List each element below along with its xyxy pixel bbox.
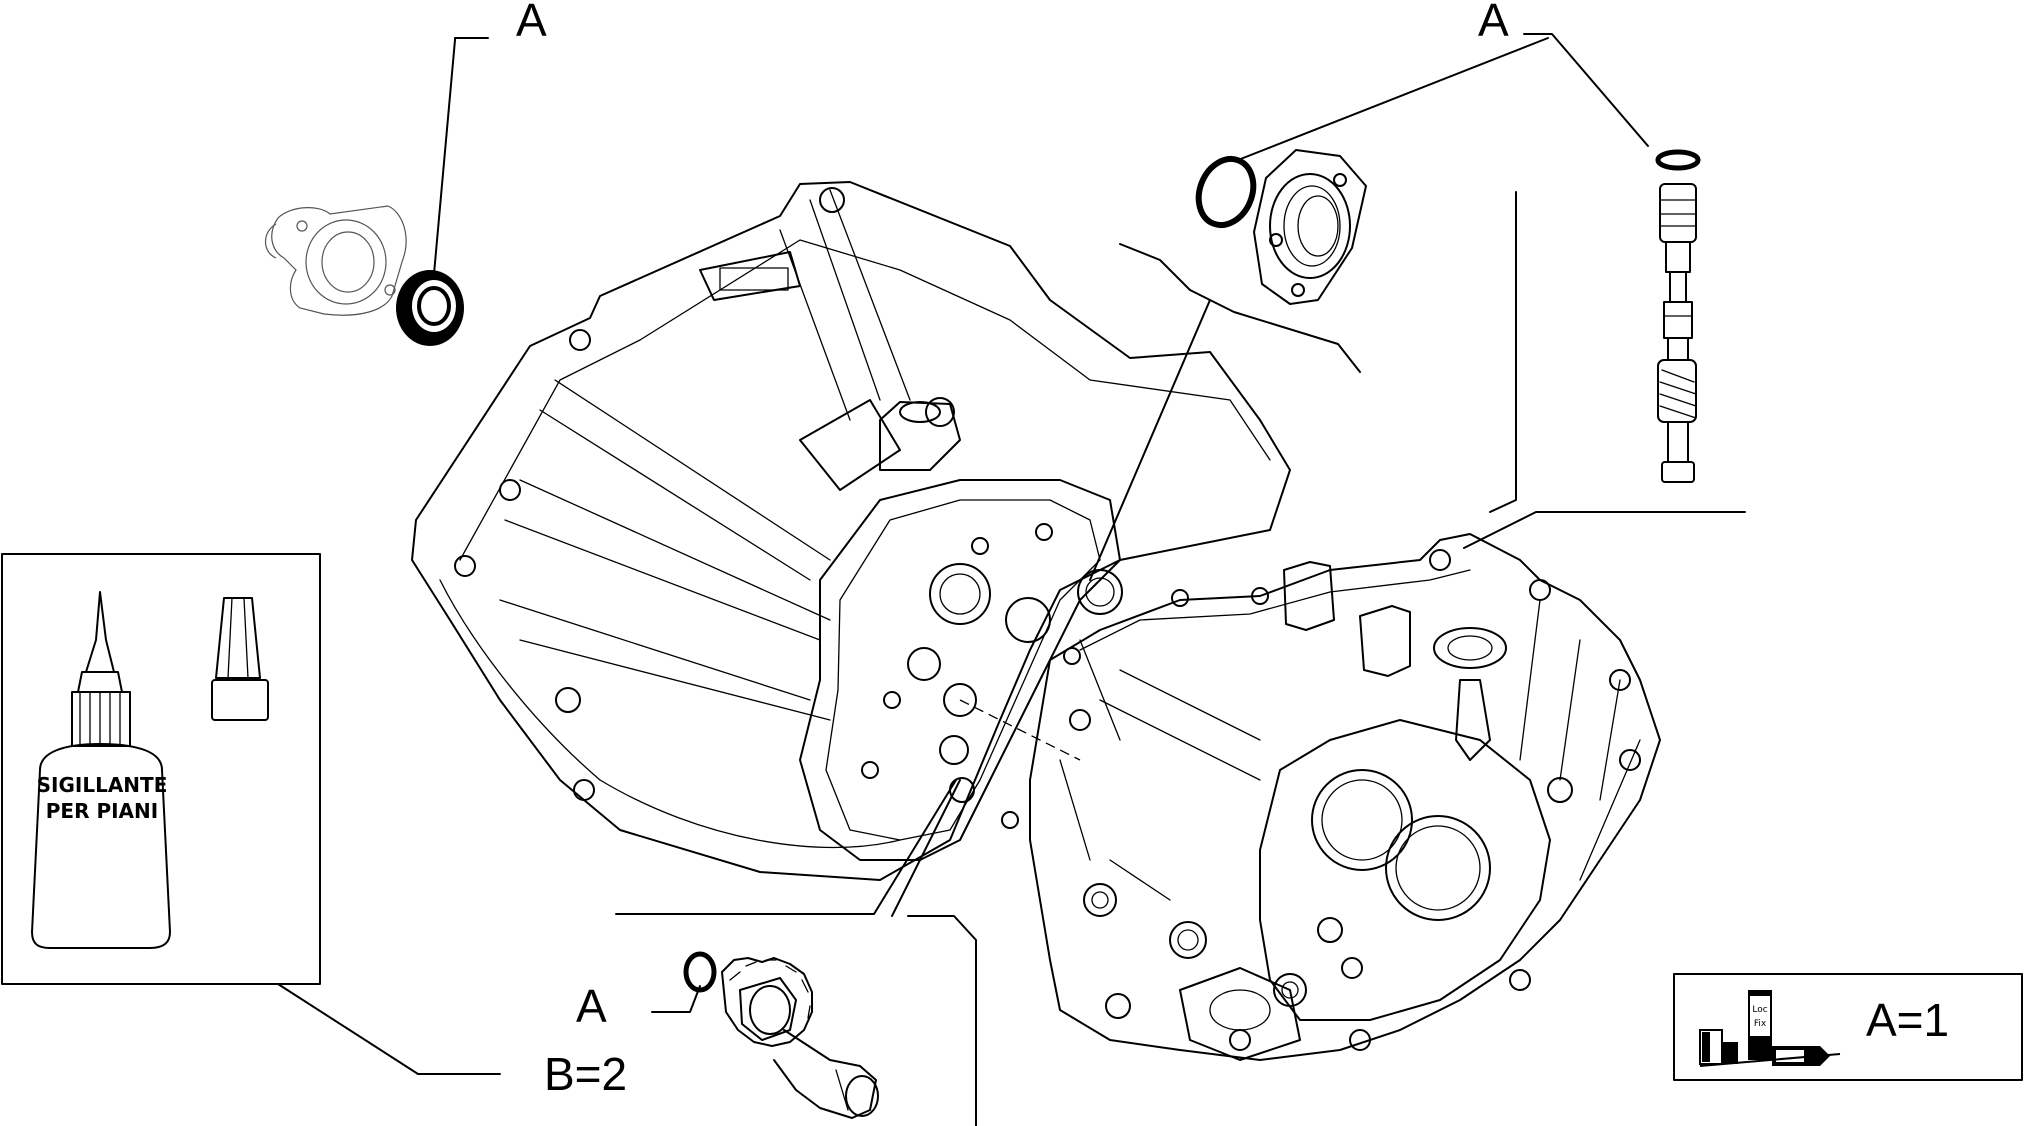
tube-label-2: Fix bbox=[1754, 1019, 1767, 1029]
clutch-bell-housing bbox=[411, 181, 1291, 881]
o-ring-flange bbox=[1195, 156, 1257, 228]
legend-text: A=1 bbox=[1866, 994, 1949, 1046]
threadlocker-tube-icon: Loc Fix bbox=[1699, 990, 1841, 1067]
leader-line-a-bottom bbox=[651, 985, 701, 1013]
speedometer-drive-gear bbox=[1657, 183, 1697, 483]
leader-line-bottom-left bbox=[615, 779, 957, 915]
leader-line-housing-right bbox=[1463, 511, 1746, 549]
leader-line-a-top-right-1 bbox=[1523, 33, 1649, 147]
o-ring-bottom bbox=[683, 951, 717, 993]
callout-label-a-top-right: A bbox=[1478, 0, 1509, 46]
leader-line-a-top-left bbox=[432, 37, 489, 286]
bearing-flange-top-right bbox=[1253, 149, 1367, 305]
callout-label-b-bottom: B=2 bbox=[544, 1048, 627, 1100]
leader-line-bottom-diag bbox=[891, 779, 961, 917]
sealant-label-line-1: SIGILLANTE bbox=[37, 773, 168, 797]
seal-housing-top-left bbox=[264, 205, 407, 316]
legend-box: Loc Fix A=1 bbox=[1673, 973, 2023, 1081]
leader-line-sealant bbox=[277, 983, 501, 1075]
leader-line-flange-to-housing bbox=[1089, 299, 1211, 581]
leader-line-vertical-right bbox=[1489, 191, 1517, 513]
callout-label-a-top-left: A bbox=[516, 0, 547, 46]
callout-label-a-bottom: A bbox=[576, 980, 607, 1032]
leader-line-bottom-right bbox=[907, 915, 977, 1126]
o-ring-speedometer bbox=[1655, 149, 1701, 171]
sealant-cap bbox=[211, 597, 269, 721]
leader-line-a-top-right-2 bbox=[1237, 37, 1549, 161]
sealant-bottle: SIGILLANTE PER PIANI bbox=[31, 591, 171, 949]
oil-seal-top-left bbox=[396, 270, 464, 346]
tube-label-1: Loc bbox=[1752, 1005, 1767, 1015]
sealant-box: SIGILLANTE PER PIANI bbox=[1, 553, 501, 1075]
callout-a-top-right: A bbox=[1237, 0, 1649, 161]
gearbox-main-housing bbox=[1029, 533, 1661, 1061]
leader-line-bracket-top bbox=[1119, 243, 1361, 373]
reverse-gear-shaft bbox=[721, 957, 879, 1119]
sealant-box-frame bbox=[1, 553, 321, 985]
callout-a-top-left: A bbox=[432, 0, 547, 286]
legend-frame bbox=[1673, 973, 2023, 1081]
callout-bottom: A B=2 bbox=[544, 951, 717, 1100]
sealant-label-line-2: PER PIANI bbox=[46, 799, 158, 823]
